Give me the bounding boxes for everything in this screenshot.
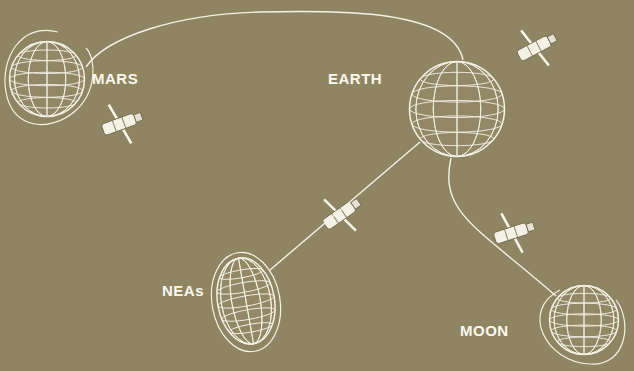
trajectory: [86, 11, 463, 67]
body-label: MARS: [92, 70, 138, 87]
body-label: MOON: [460, 322, 509, 339]
earth-globe: EARTH: [408, 60, 506, 158]
wireframe: [216, 256, 276, 346]
asteroid-shape: NEAs: [216, 256, 276, 346]
trajectory: [270, 142, 420, 270]
wireframe: [548, 284, 620, 356]
body-label: NEAs: [162, 282, 204, 299]
trajectory: [449, 158, 556, 296]
body-label: EARTH: [328, 70, 382, 87]
wireframe: [408, 60, 506, 158]
wireframe: [8, 40, 86, 118]
mars-globe: MARS: [8, 40, 86, 118]
moon-globe: MOON: [548, 284, 620, 356]
